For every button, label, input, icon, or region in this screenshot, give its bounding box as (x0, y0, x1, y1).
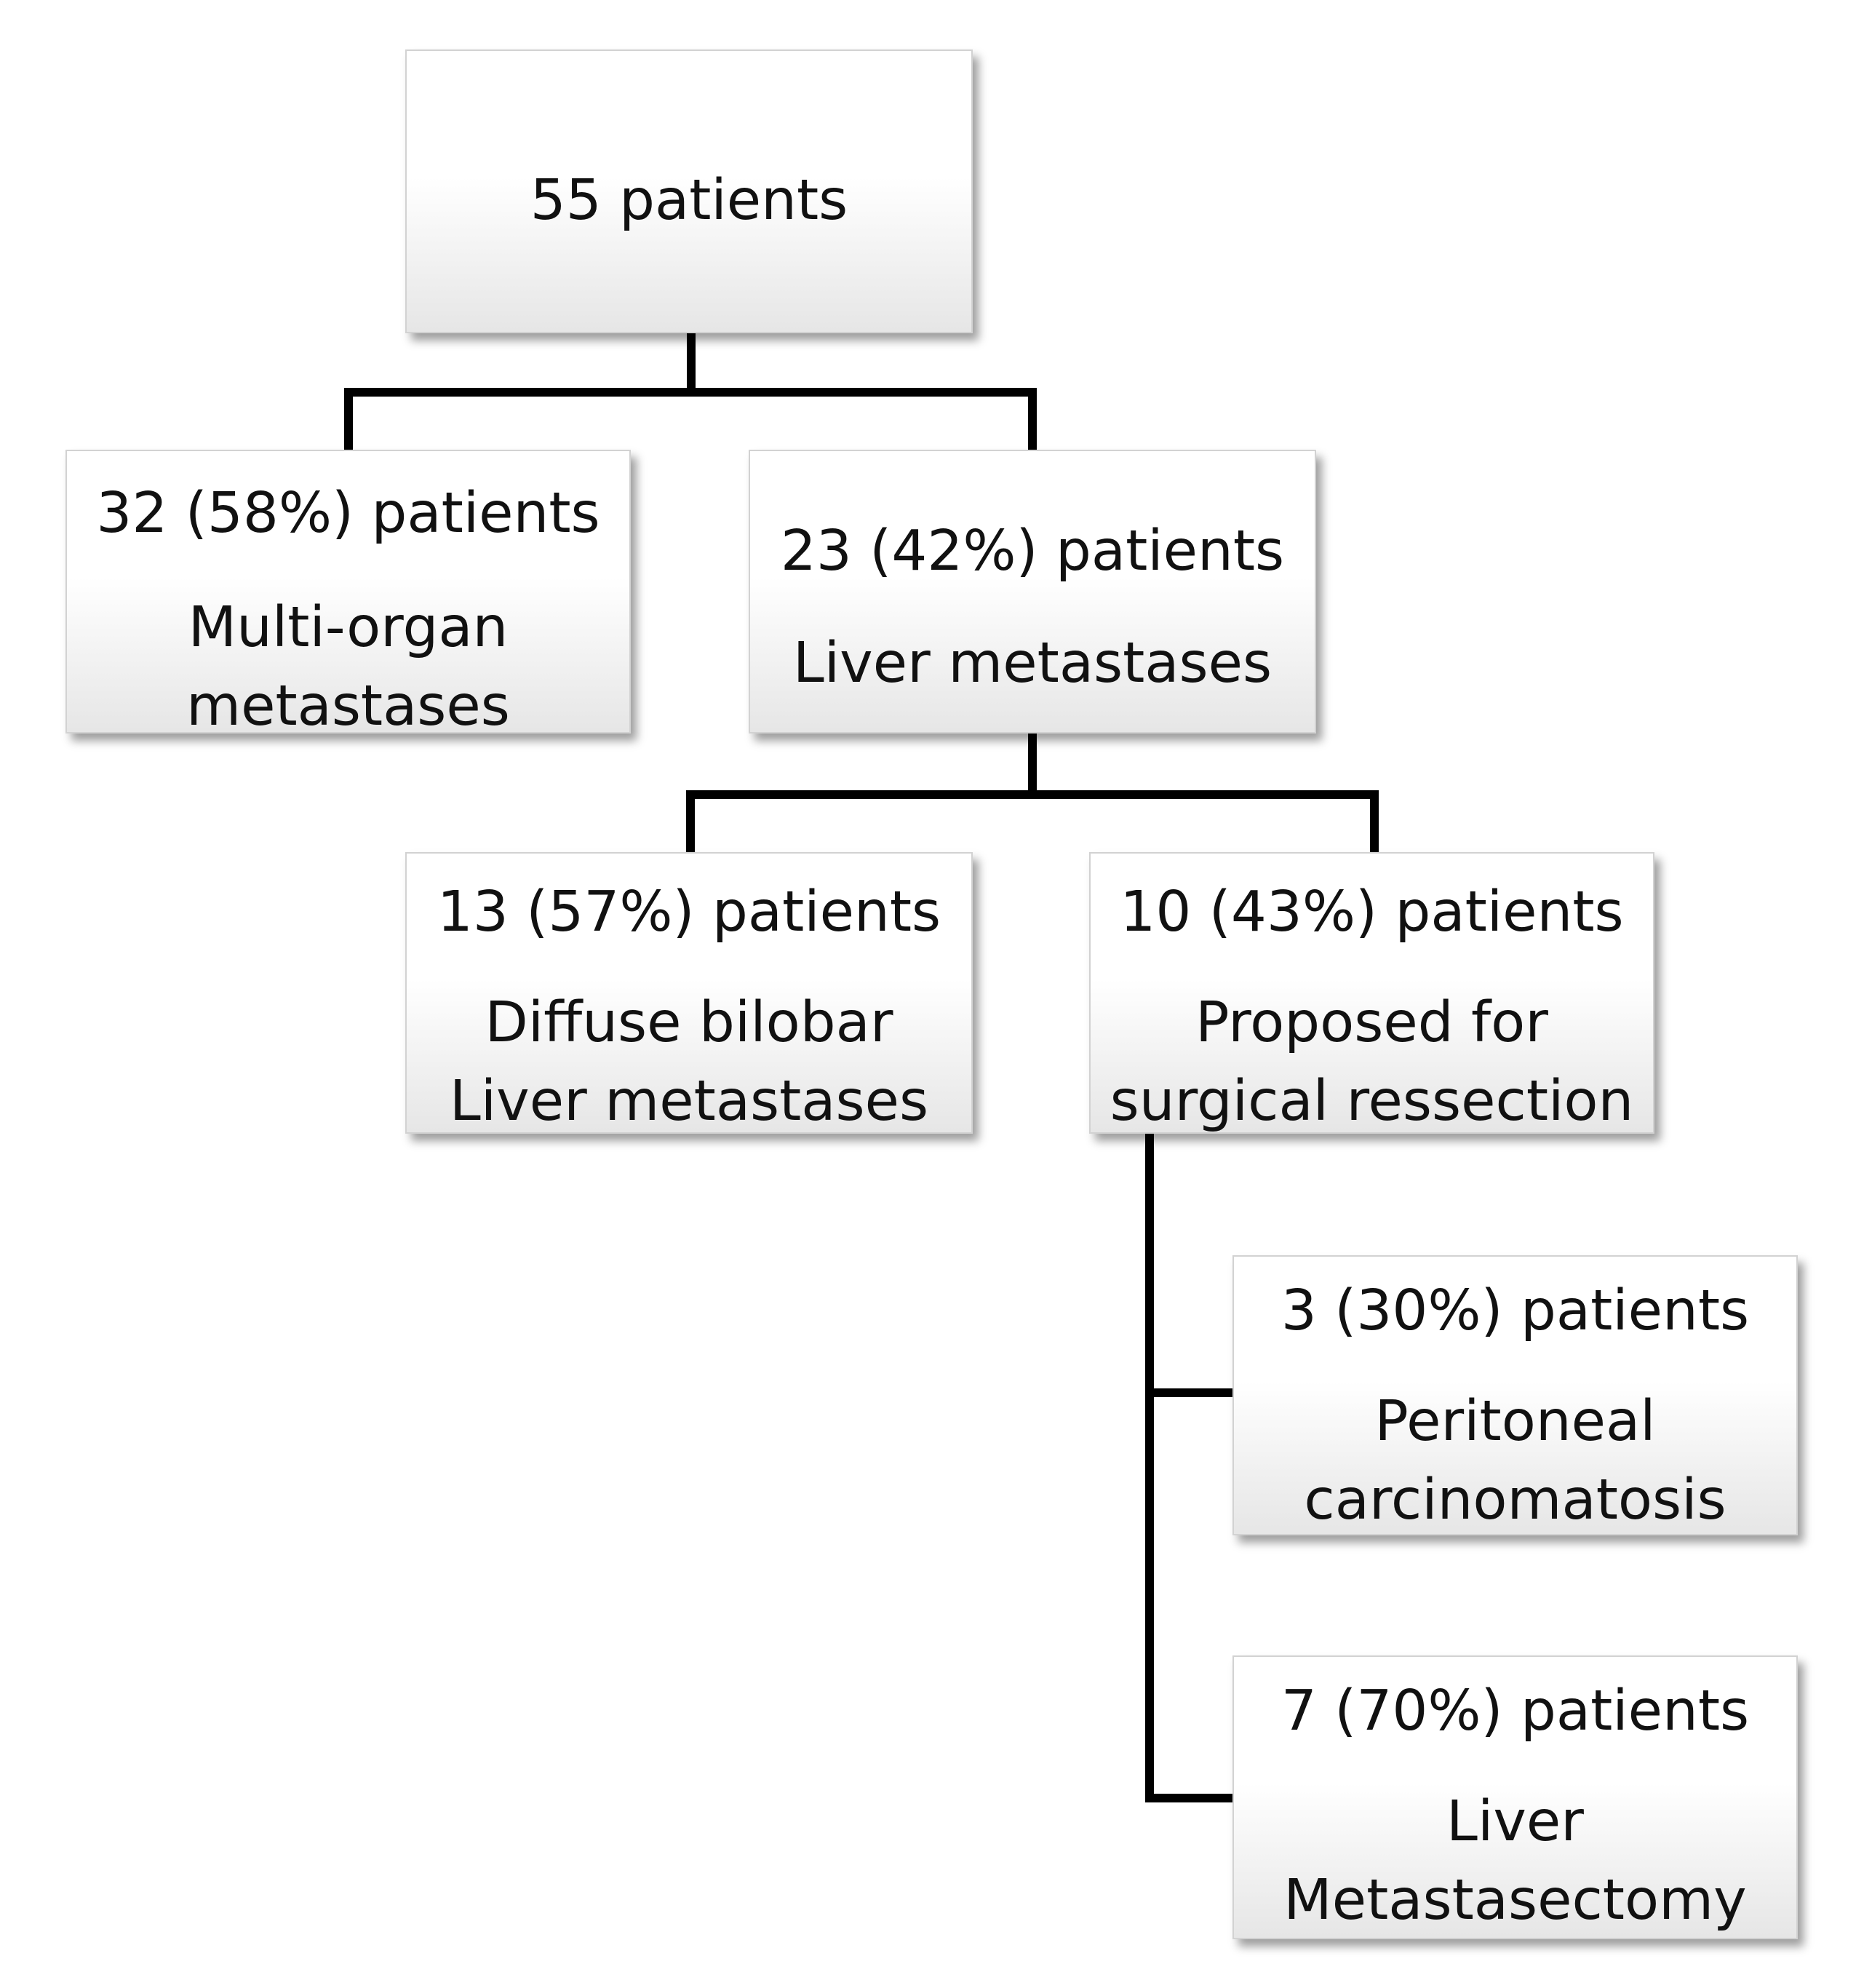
node-multi-organ: 32 (58%) patients Multi-organ metastases (65, 450, 631, 739)
connector-to-peritoneal (1145, 1388, 1232, 1397)
node-proposed-label-1: Proposed for (1195, 990, 1548, 1055)
connector-to-diffuse (686, 790, 695, 852)
connector-root-down (687, 333, 696, 395)
node-diffuse-bilobar: 13 (57%) patients Diffuse bilobar Liver … (405, 852, 973, 1134)
node-metastasectomy-label-1: Liver (1446, 1789, 1584, 1854)
connector-to-metastasectomy (1145, 1794, 1232, 1802)
node-multi-organ-label-1: Multi-organ (188, 595, 509, 660)
node-proposed-resection: 10 (43%) patients Proposed for surgical … (1089, 852, 1654, 1134)
node-metastasectomy-label-2: Metastasectomy (1283, 1868, 1747, 1933)
connector-proposed-vertical (1145, 1134, 1154, 1802)
node-diffuse-label-2: Liver metastases (449, 1069, 929, 1134)
connector-liver-down (1028, 733, 1037, 798)
node-root: 55 patients (405, 49, 973, 333)
node-metastasectomy-count: 7 (70%) patients (1280, 1679, 1750, 1744)
node-root-label: 55 patients (530, 168, 848, 233)
node-diffuse-count: 13 (57%) patients (437, 880, 941, 945)
connector-level1-horizontal (344, 388, 1037, 397)
node-peritoneal-label-2: carcinomatosis (1304, 1468, 1726, 1532)
node-peritoneal-count: 3 (30%) patients (1280, 1279, 1750, 1343)
node-multi-organ-count: 32 (58%) patients (96, 481, 600, 546)
node-proposed-label-2: surgical ressection (1110, 1069, 1634, 1134)
node-liver-count: 23 (42%) patients (780, 519, 1285, 584)
node-diffuse-label-1: Diffuse bilobar (485, 990, 893, 1055)
connector-to-multi-organ (344, 388, 353, 450)
node-liver-metastasectomy: 7 (70%) patients Liver Metastasectomy (1232, 1655, 1798, 1939)
node-liver-metastases: 23 (42%) patients Liver metastases (749, 450, 1316, 733)
connector-to-proposed (1370, 790, 1379, 852)
node-multi-organ-label-2: metastases (186, 674, 510, 739)
node-peritoneal-label-1: Peritoneal (1374, 1389, 1656, 1454)
node-liver-label: Liver metastases (792, 631, 1272, 696)
node-proposed-count: 10 (43%) patients (1120, 880, 1624, 945)
connector-level2-horizontal (686, 790, 1379, 799)
connector-to-liver (1028, 388, 1037, 450)
node-peritoneal-carcinomatosis: 3 (30%) patients Peritoneal carcinomatos… (1232, 1255, 1798, 1535)
